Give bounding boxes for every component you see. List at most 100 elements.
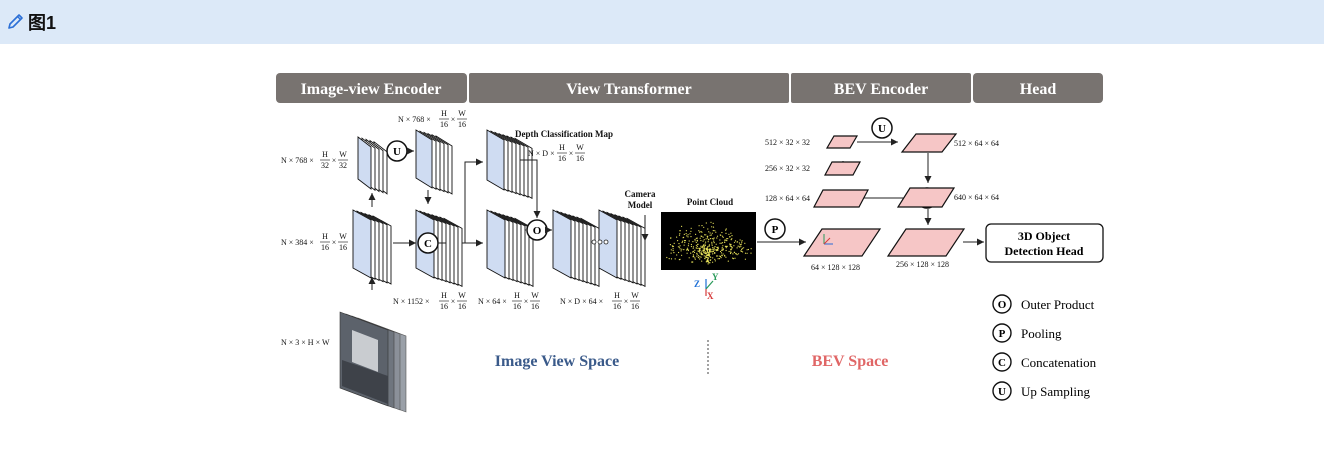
- svg-text:H: H: [441, 291, 447, 300]
- svg-text:16: 16: [440, 120, 448, 129]
- svg-text:Point Cloud: Point Cloud: [687, 197, 733, 207]
- stack-768-16: [415, 129, 453, 195]
- input-image-stack: [339, 311, 407, 413]
- svg-text:N × 384 ×: N × 384 ×: [281, 238, 314, 247]
- svg-text:Up Sampling: Up Sampling: [1021, 384, 1090, 399]
- legend-outer-product: O Outer Product: [992, 294, 1095, 314]
- svg-text:C: C: [424, 238, 432, 250]
- figure-title: 图1: [28, 13, 57, 33]
- upsample-op-1: U: [386, 140, 408, 162]
- svg-text:H: H: [614, 291, 620, 300]
- svg-text:×: ×: [332, 156, 337, 165]
- svg-text:N × D × 64 ×: N × D × 64 ×: [560, 297, 603, 306]
- frac-1152-16: H 16×W 16: [439, 291, 467, 311]
- stage-header-bar: Image-view Encoder View Transformer BEV …: [276, 73, 1103, 103]
- svg-text:16: 16: [339, 243, 347, 252]
- frac-d64-16: H16×W16: [612, 291, 640, 311]
- svg-text:O: O: [998, 299, 1007, 311]
- bev-plane-256x32: [823, 161, 862, 176]
- svg-text:256 × 128 × 128: 256 × 128 × 128: [896, 260, 949, 269]
- svg-text:Z: Z: [694, 279, 700, 289]
- svg-text:W: W: [339, 232, 347, 241]
- title-bar: 图1: [0, 0, 1324, 44]
- svg-text:X: X: [707, 291, 714, 301]
- svg-text:×: ×: [332, 238, 337, 247]
- svg-text:C: C: [998, 357, 1006, 369]
- svg-text:H: H: [441, 109, 447, 118]
- outer-product-op: O: [526, 219, 548, 241]
- svg-text:16: 16: [458, 302, 466, 311]
- svg-text:×: ×: [451, 297, 456, 306]
- svg-text:W: W: [458, 291, 466, 300]
- point-cloud-view: [661, 212, 756, 270]
- svg-text:H: H: [322, 232, 328, 241]
- stage-label-1: View Transformer: [566, 81, 691, 98]
- svg-text:Concatenation: Concatenation: [1021, 355, 1097, 370]
- svg-text:W: W: [631, 291, 639, 300]
- svg-text:128 × 64 × 64: 128 × 64 × 64: [765, 194, 810, 203]
- svg-text:16: 16: [531, 302, 539, 311]
- svg-text:N × 64 ×: N × 64 ×: [478, 297, 507, 306]
- svg-text:Y: Y: [712, 272, 719, 282]
- legend-pooling: P Pooling: [992, 323, 1062, 343]
- stack-768-32: [357, 136, 388, 195]
- svg-text:512 × 32 × 32: 512 × 32 × 32: [765, 138, 810, 147]
- svg-text:16: 16: [513, 302, 521, 311]
- svg-text:Depth Classification Map: Depth Classification Map: [515, 129, 613, 139]
- bev-plane-128x64: [813, 189, 869, 208]
- svg-text:16: 16: [440, 302, 448, 311]
- svg-text:512 × 64 × 64: 512 × 64 × 64: [954, 139, 999, 148]
- frac-768-32: H32×W32: [320, 150, 348, 170]
- svg-text:16: 16: [458, 120, 466, 129]
- svg-text:16: 16: [613, 302, 621, 311]
- stack-d64-b: [598, 209, 646, 288]
- stage-label-2: BEV Encoder: [834, 81, 928, 98]
- svg-text:W: W: [339, 150, 347, 159]
- captions: Depth Classification Map Camera Model Po…: [515, 129, 733, 210]
- svg-text:U: U: [998, 386, 1006, 398]
- frac-768-16: H 16×W 16: [439, 109, 467, 129]
- bev-plane-640x64: [896, 187, 956, 208]
- stage-label-3: Head: [1020, 81, 1057, 98]
- svg-text:16: 16: [576, 154, 584, 163]
- svg-text:256 × 32 × 32: 256 × 32 × 32: [765, 164, 810, 173]
- feature-map-stacks: [352, 129, 646, 288]
- svg-text:640 × 64 × 64: 640 × 64 × 64: [954, 193, 999, 202]
- svg-text:N × 768 ×: N × 768 ×: [281, 156, 314, 165]
- frac-64-16: H16×W16: [512, 291, 540, 311]
- svg-text:Outer Product: Outer Product: [1021, 297, 1095, 312]
- svg-text:H: H: [322, 150, 328, 159]
- stage-view-transformer: [469, 73, 789, 103]
- ellipsis-dots: [591, 239, 609, 245]
- edit-pencil-icon[interactable]: [6, 11, 26, 31]
- svg-text:16: 16: [321, 243, 329, 252]
- svg-text:3D Object: 3D Object: [1018, 229, 1070, 243]
- concat-op-1: C: [417, 232, 439, 254]
- stack-depth-map: [486, 129, 533, 200]
- svg-text:P: P: [772, 224, 779, 236]
- svg-text:×: ×: [451, 115, 456, 124]
- pooling-op: P: [764, 218, 786, 240]
- stage-head: [973, 73, 1103, 103]
- svg-text:N × D ×: N × D ×: [528, 149, 555, 158]
- svg-text:Camera: Camera: [625, 189, 656, 199]
- svg-text:16: 16: [631, 302, 639, 311]
- svg-text:N × 768 ×: N × 768 ×: [398, 115, 431, 124]
- bev-space-label: BEV Space: [812, 353, 889, 370]
- svg-text:W: W: [458, 109, 466, 118]
- stack-64-16: [486, 209, 534, 288]
- bev-plane-64x128: [802, 228, 882, 257]
- bev-axis-mini: [823, 234, 833, 245]
- stack-384-16: [352, 209, 392, 285]
- bev-planes: [802, 133, 966, 257]
- svg-text:N × 3 × H × W: N × 3 × H × W: [281, 338, 330, 347]
- svg-text:P: P: [999, 328, 1006, 340]
- svg-text:Model: Model: [628, 200, 653, 210]
- stage-bev-encoder: [791, 73, 971, 103]
- bev-plane-512x32: [825, 135, 859, 149]
- fraction-labels: H32×W32H16×W16H16×W16H16×W16H16×W16H16×W…: [320, 109, 640, 311]
- svg-text:64 × 128 × 128: 64 × 128 × 128: [811, 263, 860, 272]
- svg-text:16: 16: [558, 154, 566, 163]
- svg-text:H: H: [514, 291, 520, 300]
